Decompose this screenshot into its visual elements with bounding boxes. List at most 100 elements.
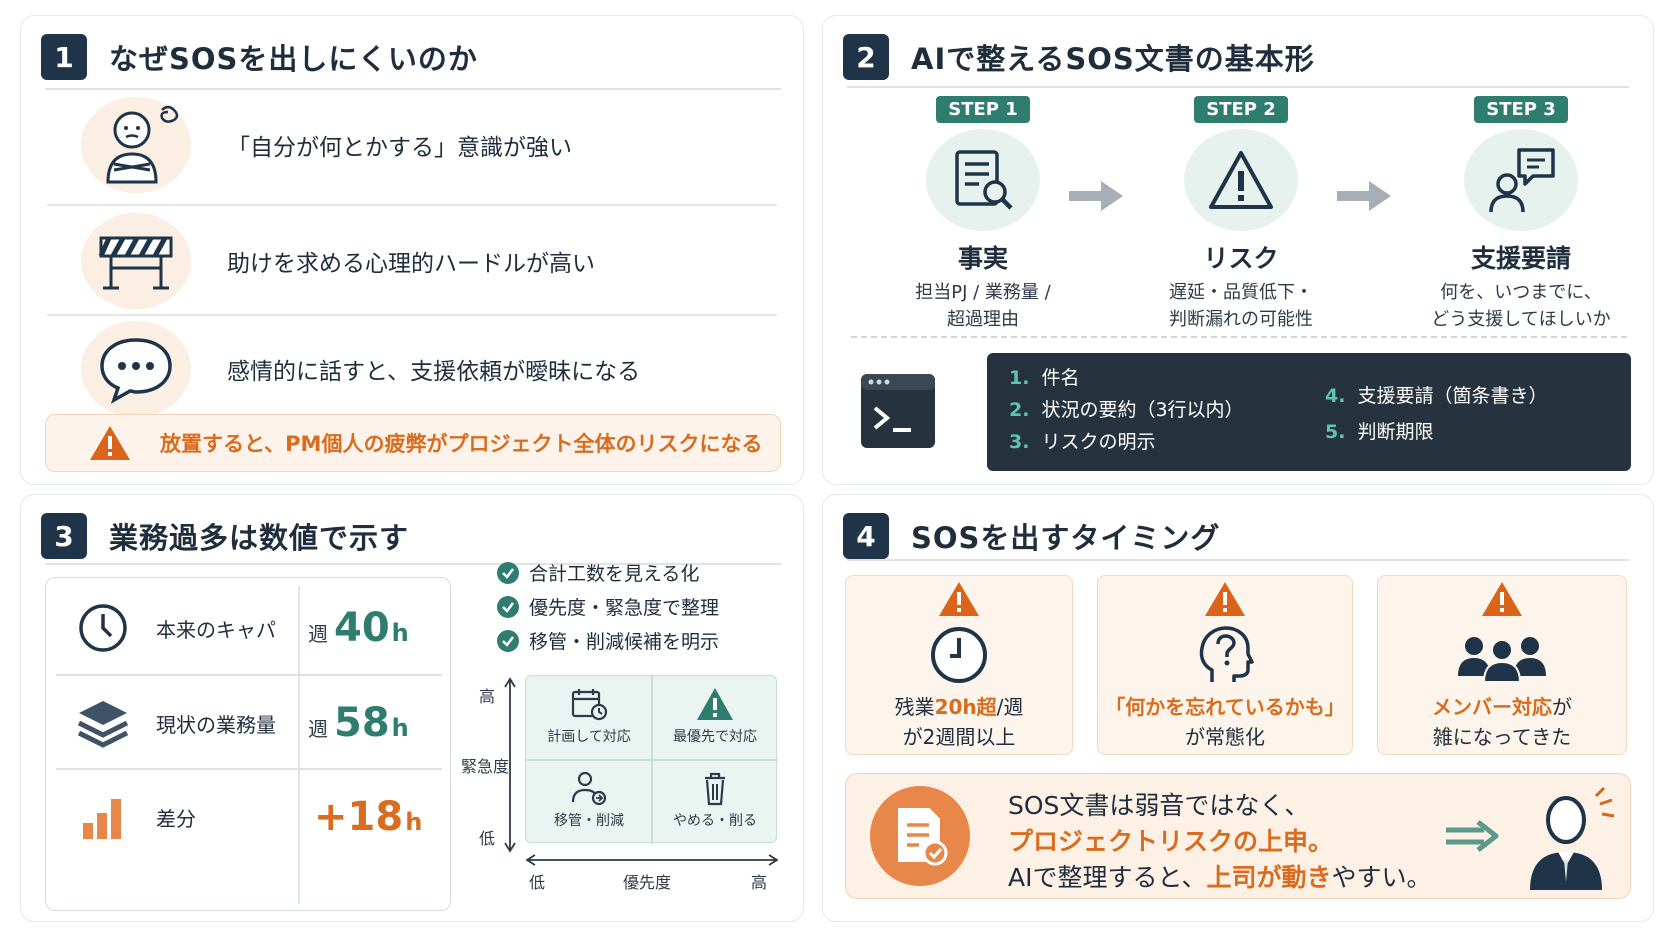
y-axis-label: 緊急度: [461, 757, 510, 776]
panel-title: 2 AIで整えるSOS文書の基本形: [843, 34, 1315, 80]
x-axis-low: 低: [529, 873, 546, 892]
summary-banner: SOS文書は弱音ではなく、 プロジェクトリスクの上申。 AIで整理すると、上司が…: [845, 773, 1631, 899]
list-num: 4.: [1325, 385, 1346, 407]
warning-icon: [1482, 582, 1522, 616]
warning-icon: [90, 426, 130, 460]
document-check-icon: [898, 808, 948, 866]
timing-card: 「何かを忘れているかも」 が常態化: [1097, 575, 1353, 755]
timing-text-part: /週: [996, 695, 1024, 719]
layers-icon: [77, 701, 129, 748]
step-3: STEP 3 支援要請 何を、いつまでに、 どう支援してほしいか: [1401, 96, 1641, 333]
trash-icon: [705, 772, 725, 806]
panel-number: 2: [843, 34, 889, 80]
person-chat-icon: [1489, 148, 1555, 213]
matrix-cell-label: やめる・削る: [673, 813, 757, 829]
document-search-icon: [955, 150, 1013, 210]
bar-chart-icon: [83, 799, 121, 839]
warning-icon: [697, 688, 733, 720]
timing-text-highlight: メンバー対応: [1432, 695, 1552, 719]
timing-text: 残業20h超/週 が2週間以上: [846, 692, 1072, 752]
reason-text: 助けを求める心理的ハードルが高い: [227, 251, 595, 277]
panel-number: 1: [41, 34, 87, 80]
panel-workload-numbers: 3 業務過多は数値で示す 本来のキャパ 週 40 h: [20, 494, 804, 922]
list-item: 4. 支援要請（箇条書き）: [1325, 381, 1547, 408]
divider: [45, 88, 781, 90]
check-item: 移管・削減候補を明示: [497, 627, 719, 654]
check-text: 合計工数を見える化: [529, 563, 700, 585]
timing-text-part: 残業: [894, 695, 935, 719]
clock-icon: [79, 604, 127, 652]
divider: [847, 559, 1629, 561]
warning-banner: 放置すると、PM個人の疲弊がプロジェクト全体のリスクになる: [45, 414, 781, 472]
matrix-cell-label: 移管・削減: [554, 813, 624, 829]
reason-item: 「自分が何とかする」意識が強い: [47, 92, 777, 198]
calendar-clock-icon: [571, 689, 608, 721]
step-title: 事実: [957, 244, 1008, 273]
hours-value: 40: [334, 605, 390, 651]
divider: [56, 674, 442, 676]
step-2: STEP 2 リスク 遅延・品質低下・ 判断漏れの可能性: [1121, 96, 1361, 333]
list-text: リスクの明示: [1041, 431, 1156, 453]
warning-icon: [1205, 582, 1245, 616]
x-axis-high: 高: [751, 873, 768, 892]
unit-prefix: 週: [308, 622, 328, 646]
matrix-cell-label: 計画して対応: [547, 729, 631, 745]
divider: [298, 586, 300, 904]
x-axis-label: 優先度: [623, 873, 672, 892]
head-question-icon: [1199, 626, 1254, 682]
list-num: 5.: [1325, 421, 1346, 443]
timing-card: メンバー対応が 雑になってきた: [1377, 575, 1627, 755]
list-num: 3.: [1009, 431, 1030, 453]
capacity-row: 本来のキャパ 週 40 h: [46, 580, 452, 676]
step-badge: STEP 3: [1474, 96, 1568, 123]
capacity-label: 現状の業務量: [156, 712, 276, 737]
divider: [526, 759, 778, 761]
divider: [47, 314, 777, 316]
check-icon: [502, 567, 514, 579]
document-check-badge: [870, 786, 970, 886]
timing-text-part: が2週間以上: [902, 725, 1016, 749]
capacity-row: 現状の業務量 週 58 h: [46, 675, 452, 771]
barrier-icon: [98, 236, 173, 290]
panel-why-sos-hard: 1 なぜSOSを出しにくいのか 「自分が何とかする」意識が強い 助けを求める心: [20, 15, 804, 485]
template-list: 1.件名 2.状況の要約（3行以内） 3.リスクの明示 4.支援要請（箇条書き）…: [987, 353, 1631, 471]
list-item: 2.状況の要約（3行以内）: [1009, 395, 1244, 422]
step-title: 支援要請: [1470, 244, 1571, 273]
panel-title: 4 SOSを出すタイミング: [843, 513, 1220, 559]
reason-item: 助けを求める心理的ハードルが高い: [47, 208, 777, 314]
reason-text: 感情的に話すと、支援依頼が曖昧になる: [227, 359, 641, 385]
matrix-cell: 最優先で対応: [652, 676, 778, 760]
team-icon: [1458, 637, 1546, 683]
step-desc-line: 超過理由: [947, 309, 1019, 330]
matrix-cell: やめる・削る: [652, 760, 778, 844]
stressed-person-icon: [106, 105, 179, 184]
terminal-icon: [861, 374, 935, 448]
check-icon: [502, 601, 514, 613]
hours-unit: h: [391, 619, 409, 647]
x-axis-arrow: [525, 854, 779, 866]
capacity-row: 差分 +18 h: [46, 769, 452, 865]
panel-title: 3 業務過多は数値で示す: [41, 513, 409, 559]
divider: [45, 563, 781, 565]
step-desc: 遅延・品質低下・ 判断漏れの可能性: [1121, 279, 1361, 333]
panel-title: 1 なぜSOSを出しにくいのか: [41, 34, 478, 80]
list-text: 件名: [1041, 367, 1080, 389]
step-badge: STEP 2: [1194, 96, 1288, 123]
capacity-value: +18 h: [308, 794, 438, 840]
check-item: 優先度・緊急度で整理: [497, 593, 719, 620]
panel-sos-doc-format: 2 AIで整えるSOS文書の基本形 STEP 1 事実 担当PJ / 業務量 /…: [822, 15, 1654, 485]
manager-icon: [1530, 786, 1615, 890]
summary-line: プロジェクトリスクの上申。: [1008, 822, 1333, 858]
timing-text-highlight: 20h超: [934, 695, 997, 719]
list-num: 2.: [1009, 399, 1030, 421]
warning-text: 放置すると、PM個人の疲弊がプロジェクト全体のリスクになる: [160, 432, 763, 456]
step-desc: 何を、いつまでに、 どう支援してほしいか: [1401, 279, 1641, 333]
check-text: 優先度・緊急度で整理: [529, 597, 720, 619]
person-transfer-icon: [571, 771, 607, 806]
step-desc: 担当PJ / 業務量 / 超過理由: [863, 279, 1103, 333]
check-text: 移管・削減候補を明示: [529, 631, 720, 653]
list-text: 支援要請（箇条書き）: [1357, 385, 1548, 407]
double-arrow-right-icon: [1446, 820, 1499, 852]
panel-heading: 業務過多は数値で示す: [109, 521, 410, 555]
step-1: STEP 1 事実 担当PJ / 業務量 / 超過理由: [863, 96, 1103, 333]
